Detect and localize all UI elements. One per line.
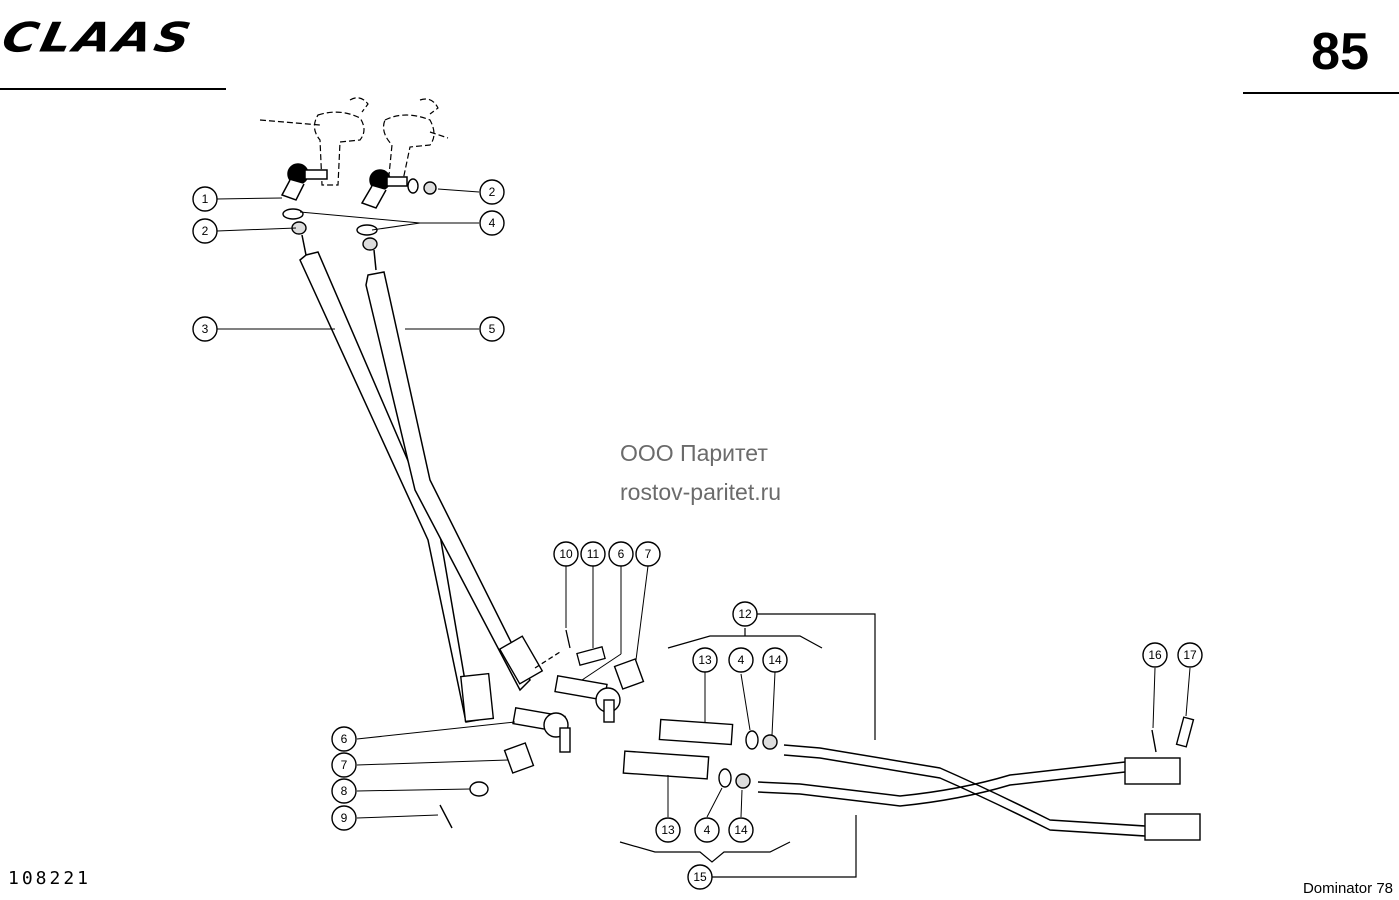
svg-text:12: 12 bbox=[738, 607, 752, 621]
bent-rod-12 bbox=[783, 744, 1146, 837]
svg-text:10: 10 bbox=[559, 547, 573, 561]
callout-4-mid: 4 bbox=[728, 647, 754, 673]
svg-text:7: 7 bbox=[341, 758, 348, 772]
washers-4-14 bbox=[718, 730, 778, 789]
callout-9: 9 bbox=[331, 805, 357, 831]
callout-4-bottom: 4 bbox=[694, 817, 720, 843]
callout-13-bottom: 13 bbox=[655, 817, 681, 843]
rod-5 bbox=[365, 249, 531, 692]
watermark-company: ООО Паритет bbox=[620, 440, 768, 466]
svg-text:13: 13 bbox=[661, 823, 675, 837]
svg-text:2: 2 bbox=[202, 224, 209, 238]
callout-6-left: 6 bbox=[331, 726, 357, 752]
svg-text:6: 6 bbox=[341, 732, 348, 746]
callout-4-top: 4 bbox=[479, 210, 505, 236]
lever-6-lower bbox=[512, 706, 571, 753]
callout-12: 12 bbox=[732, 601, 758, 627]
svg-text:11: 11 bbox=[587, 547, 600, 561]
svg-text:13: 13 bbox=[698, 653, 712, 667]
bent-rod-15 bbox=[757, 761, 1126, 807]
callout-1: 1 bbox=[192, 186, 218, 212]
callout-15: 15 bbox=[687, 864, 713, 890]
ball-joint-right bbox=[360, 169, 408, 209]
svg-text:5: 5 bbox=[489, 322, 496, 336]
page-number: 85 bbox=[1311, 23, 1369, 81]
rod-clevis-right bbox=[1124, 757, 1201, 841]
svg-text:15: 15 bbox=[693, 870, 707, 884]
callout-8: 8 bbox=[331, 778, 357, 804]
svg-text:6: 6 bbox=[618, 547, 625, 561]
leader-lines bbox=[216, 188, 1191, 819]
ball-joint-left bbox=[280, 163, 328, 201]
svg-text:1: 1 bbox=[202, 192, 209, 206]
upper-mounting-brackets bbox=[259, 97, 449, 186]
svg-text:2: 2 bbox=[489, 185, 496, 199]
callout-group: 1 2 2 3 4 5 10 11 6 7 6 7 8 9 12 13 4 14… bbox=[192, 179, 1203, 890]
header-rule-right bbox=[1243, 92, 1399, 94]
svg-text:16: 16 bbox=[1148, 648, 1162, 662]
washers-nuts bbox=[282, 178, 437, 251]
callout-3: 3 bbox=[192, 316, 218, 342]
callout-10: 10 bbox=[553, 541, 579, 567]
svg-text:4: 4 bbox=[489, 216, 496, 230]
washer-8-pin-9 bbox=[439, 781, 489, 829]
pin-items-10-11 bbox=[534, 629, 606, 669]
rod-clevis-ends bbox=[460, 635, 544, 723]
callout-7-left: 7 bbox=[331, 752, 357, 778]
tubes-13 bbox=[622, 718, 734, 780]
callout-16: 16 bbox=[1142, 642, 1168, 668]
svg-text:7: 7 bbox=[645, 547, 652, 561]
watermark-website: rostov-paritet.ru bbox=[620, 479, 782, 505]
group-brackets bbox=[619, 613, 876, 878]
model-name: Dominator 78 bbox=[1302, 880, 1393, 897]
svg-text:17: 17 bbox=[1183, 648, 1197, 662]
callout-13-top: 13 bbox=[692, 647, 718, 673]
lever-6-upper bbox=[554, 674, 621, 723]
callout-17: 17 bbox=[1177, 642, 1203, 668]
drawing-number: 108221 bbox=[8, 868, 92, 889]
svg-text:3: 3 bbox=[202, 322, 209, 336]
header-rule-left bbox=[0, 88, 226, 90]
callout-14-top: 14 bbox=[762, 647, 788, 673]
svg-text:4: 4 bbox=[704, 823, 711, 837]
callout-11: 11 bbox=[580, 541, 606, 567]
svg-text:14: 14 bbox=[734, 823, 748, 837]
callout-5: 5 bbox=[479, 316, 505, 342]
callout-7-top: 7 bbox=[635, 541, 661, 567]
svg-text:4: 4 bbox=[738, 653, 745, 667]
svg-text:8: 8 bbox=[341, 784, 348, 798]
pin-16-bolt-17 bbox=[1151, 716, 1195, 753]
callout-14-bottom: 14 bbox=[728, 817, 754, 843]
callout-2-left: 2 bbox=[192, 218, 218, 244]
callout-2-right: 2 bbox=[479, 179, 505, 205]
svg-text:14: 14 bbox=[768, 653, 782, 667]
callout-6-top: 6 bbox=[608, 541, 634, 567]
svg-text:9: 9 bbox=[341, 811, 348, 825]
bushings-7 bbox=[503, 658, 645, 774]
